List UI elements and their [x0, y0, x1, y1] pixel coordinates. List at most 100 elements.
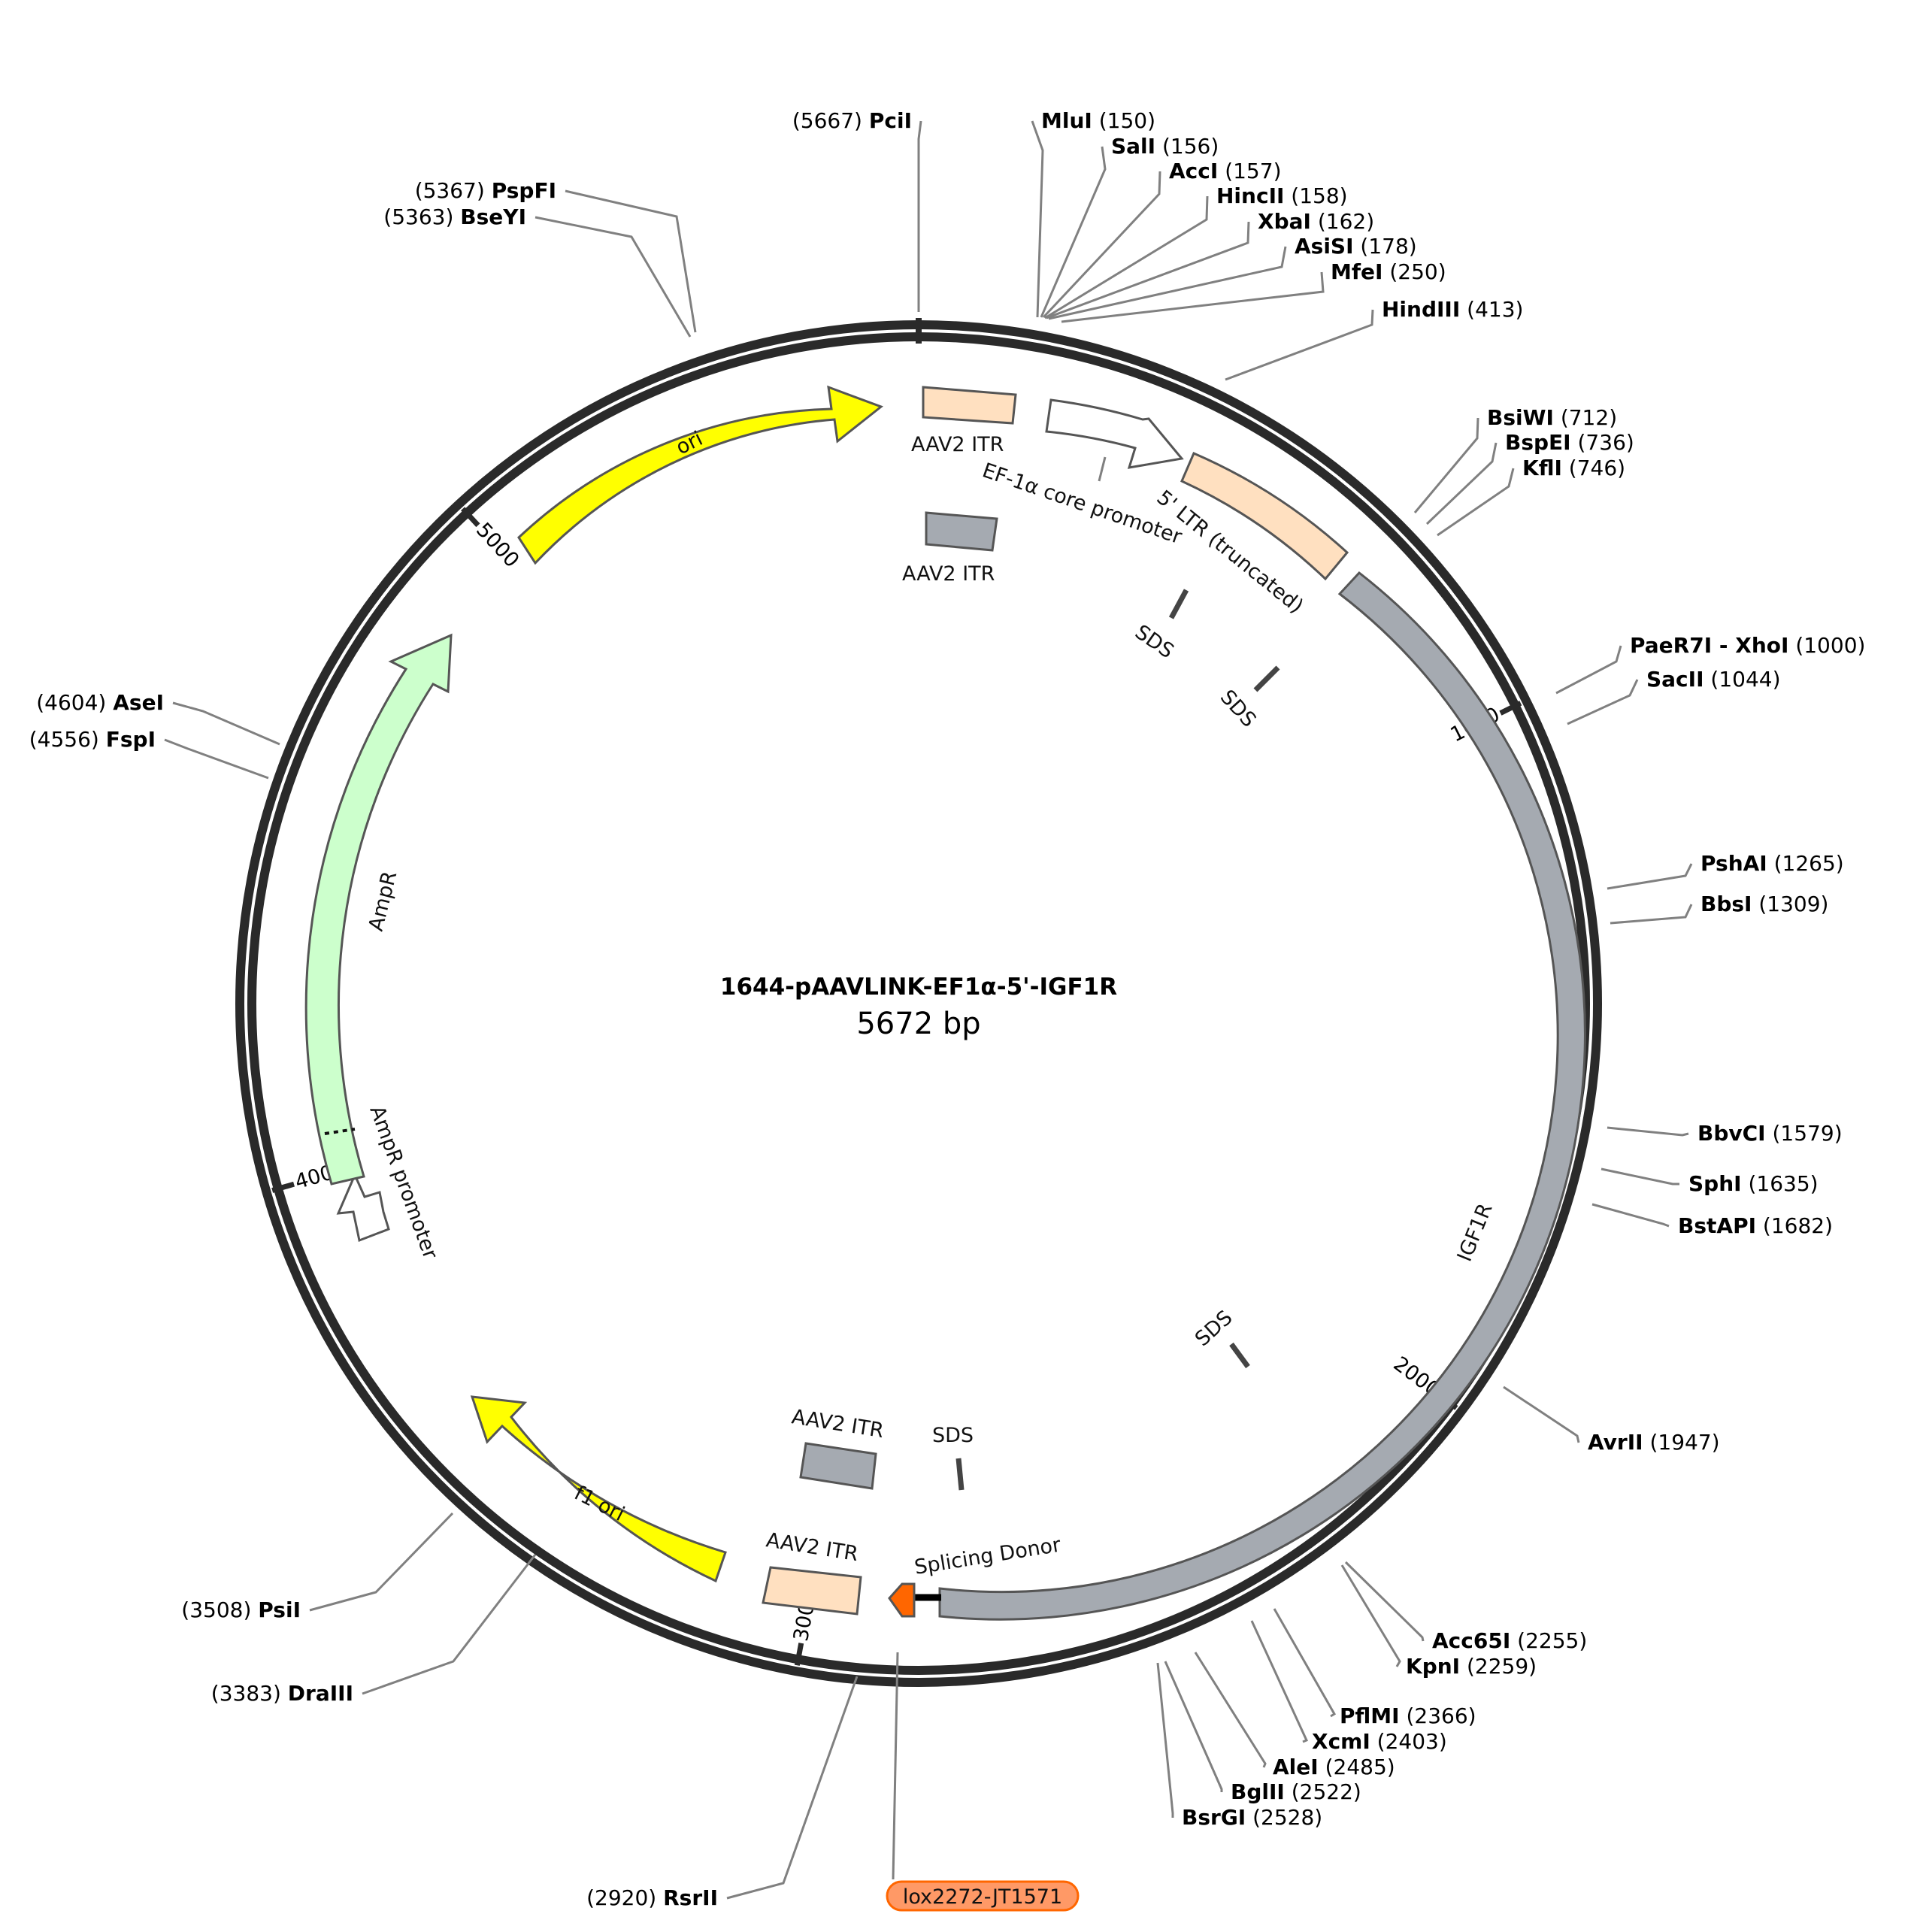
- site-label: HincII (158): [1216, 183, 1348, 208]
- tick-3000: [794, 1643, 804, 1666]
- ampr-promoter-arrow[interactable]: [336, 1172, 390, 1243]
- sds-4-mark[interactable]: [955, 1458, 965, 1491]
- site-label: SacII (1044): [1646, 667, 1781, 692]
- site-mfei[interactable]: MfeI (250): [1061, 259, 1446, 323]
- igf1r-feature[interactable]: IGF1R: [938, 571, 1586, 1621]
- site-label: PaeR7I - XhoI (1000): [1630, 633, 1865, 658]
- site-avrii[interactable]: AvrII (1947): [1503, 1385, 1720, 1455]
- ori-arrow[interactable]: [517, 385, 884, 565]
- lox2272-feature[interactable]: lox2272-JT1571: [886, 1652, 1080, 1912]
- site-leader: [726, 1676, 859, 1900]
- plasmid-title-block: 1644-pAAVLINK-EF1α-5'-IGF1R 5672 bp: [720, 974, 1117, 1041]
- backbone: [235, 320, 1602, 1687]
- site-hincii[interactable]: HincII (158): [1044, 183, 1348, 319]
- 5-ltr-truncated-box[interactable]: [1180, 452, 1349, 581]
- site-leader: [164, 738, 269, 780]
- site-bseyi[interactable]: (5363) BseYI: [383, 204, 692, 338]
- sds-2-mark[interactable]: [1253, 665, 1280, 692]
- site-asisi[interactable]: AsiSI (178): [1048, 234, 1417, 320]
- aav2-itr-top-feature[interactable]: AAV2 ITR: [911, 386, 1017, 456]
- sds-2-label: SDS: [1216, 686, 1261, 732]
- ef1a-core-promoter-arrow[interactable]: [1045, 398, 1184, 469]
- lox2272-badge[interactable]: [886, 1880, 1080, 1912]
- site-leader: [535, 216, 692, 338]
- site-kfli[interactable]: KflI (746): [1437, 456, 1625, 537]
- site-label: AvrII (1947): [1588, 1430, 1720, 1455]
- aav2-itr-top-grey-feature[interactable]: AAV2 ITR: [902, 511, 998, 586]
- restriction-sites: (5667) PciI MluI (150)SalI (156)AccI (157…: [29, 108, 1866, 1910]
- site-hindiii[interactable]: HindIII (413): [1225, 297, 1523, 381]
- site-label: PflMI (2366): [1340, 1703, 1476, 1728]
- ef1a-core-promoter-leader: [1098, 456, 1107, 482]
- site-kpni[interactable]: KpnI (2259): [1340, 1564, 1537, 1679]
- site-sacii[interactable]: SacII (1044): [1567, 667, 1781, 725]
- site-bglii[interactable]: BglII (2522): [1164, 1661, 1361, 1804]
- sds-1-mark[interactable]: [1168, 589, 1189, 619]
- site-fspi[interactable]: (4556) FspI: [29, 727, 269, 780]
- f1-ori-arrow[interactable]: [470, 1395, 727, 1583]
- aav2-itr-bottom-grey-feature[interactable]: AAV2 ITR: [790, 1405, 886, 1490]
- site-pcii[interactable]: (5667) PciI: [792, 108, 922, 312]
- site-pshai[interactable]: PshAI (1265): [1607, 851, 1844, 890]
- lox2272-label: lox2272-JT1571: [903, 1885, 1062, 1909]
- site-leader: [1046, 221, 1250, 319]
- sds-2-feature[interactable]: SDS: [1216, 665, 1280, 732]
- site-leader: [1225, 309, 1374, 381]
- site-bsrgi[interactable]: BsrGI (2528): [1156, 1662, 1322, 1830]
- site-bsiwi[interactable]: BsiWI (712): [1413, 405, 1617, 513]
- site-asei[interactable]: (4604) AseI: [36, 690, 280, 746]
- site-label: BbsI (1309): [1700, 892, 1828, 916]
- sds-3-feature[interactable]: SDS: [1191, 1306, 1250, 1369]
- aav2-itr-bottom-box[interactable]: [762, 1566, 862, 1616]
- site-xcmi[interactable]: XcmI (2403): [1250, 1620, 1447, 1754]
- splicing-donor-arrow[interactable]: [888, 1582, 916, 1618]
- ori-feature[interactable]: ori: [517, 385, 884, 565]
- site-mlui[interactable]: MluI (150): [1031, 108, 1155, 318]
- sds-1-feature[interactable]: SDS: [1131, 589, 1189, 663]
- aav2-itr-bottom-grey-box[interactable]: [799, 1442, 877, 1490]
- aav2-itr-top-box[interactable]: [922, 386, 1017, 425]
- site-label: BglII (2522): [1231, 1779, 1361, 1804]
- igf1r-box[interactable]: [938, 571, 1586, 1621]
- site-acci[interactable]: AccI (157): [1042, 159, 1282, 319]
- site-label: MfeI (250): [1331, 259, 1446, 284]
- site-bbvci[interactable]: BbvCI (1579): [1607, 1121, 1843, 1146]
- ampr-feature[interactable]: AmpR: [304, 633, 453, 1186]
- sds-3-mark[interactable]: [1229, 1342, 1250, 1369]
- backbone-outer-ring: [235, 320, 1602, 1687]
- lox2272-leader: [892, 1652, 899, 1880]
- site-label: MluI (150): [1041, 108, 1155, 133]
- site-label: XbaI (162): [1258, 209, 1374, 234]
- site-paer7i-xhoi[interactable]: PaeR7I - XhoI (1000): [1555, 633, 1865, 695]
- site-rsrii[interactable]: (2920) RsrII: [586, 1676, 859, 1910]
- site-sali[interactable]: SalI (156): [1040, 134, 1219, 318]
- site-leader: [1194, 1652, 1267, 1768]
- ampr-arrow[interactable]: [304, 633, 453, 1186]
- site-xbai[interactable]: XbaI (162): [1046, 209, 1374, 319]
- site-leader: [917, 120, 922, 312]
- site-psii[interactable]: (3508) PsiI: [181, 1512, 454, 1622]
- site-bbsi[interactable]: BbsI (1309): [1610, 892, 1828, 925]
- f1-ori-feature[interactable]: f1 ori: [470, 1395, 727, 1583]
- site-sphi[interactable]: SphI (1635): [1601, 1167, 1819, 1196]
- site-draiii[interactable]: (3383) DraIII: [211, 1554, 537, 1706]
- site-alei[interactable]: AleI (2485): [1194, 1652, 1395, 1779]
- site-leader: [1040, 146, 1107, 318]
- aav2-itr-bottom-feature[interactable]: AAV2 ITR: [762, 1528, 862, 1616]
- site-bspei[interactable]: BspEI (736): [1425, 430, 1634, 525]
- splicing-donor-label: Splicing Donor: [913, 1533, 1063, 1579]
- site-leader: [1425, 442, 1498, 525]
- aav2-itr-top-grey-box[interactable]: [925, 511, 998, 552]
- sds-4-feature[interactable]: SDS: [932, 1424, 974, 1491]
- site-label: XcmI (2403): [1312, 1729, 1447, 1754]
- site-pflmi[interactable]: PflMI (2366): [1273, 1608, 1476, 1728]
- site-label: (2920) RsrII: [586, 1885, 718, 1910]
- site-acc65i[interactable]: Acc65I (2255): [1344, 1561, 1587, 1653]
- site-leader: [1344, 1561, 1425, 1642]
- site-leader: [1437, 468, 1515, 537]
- ampr-label: AmpR: [365, 869, 402, 934]
- site-leader: [1591, 1203, 1670, 1228]
- site-bstapi[interactable]: BstAPI (1682): [1591, 1203, 1833, 1238]
- site-pspfi[interactable]: (5367) PspFI: [415, 178, 697, 333]
- ampr-promoter-feature[interactable]: AmpR promoter: [336, 1103, 442, 1263]
